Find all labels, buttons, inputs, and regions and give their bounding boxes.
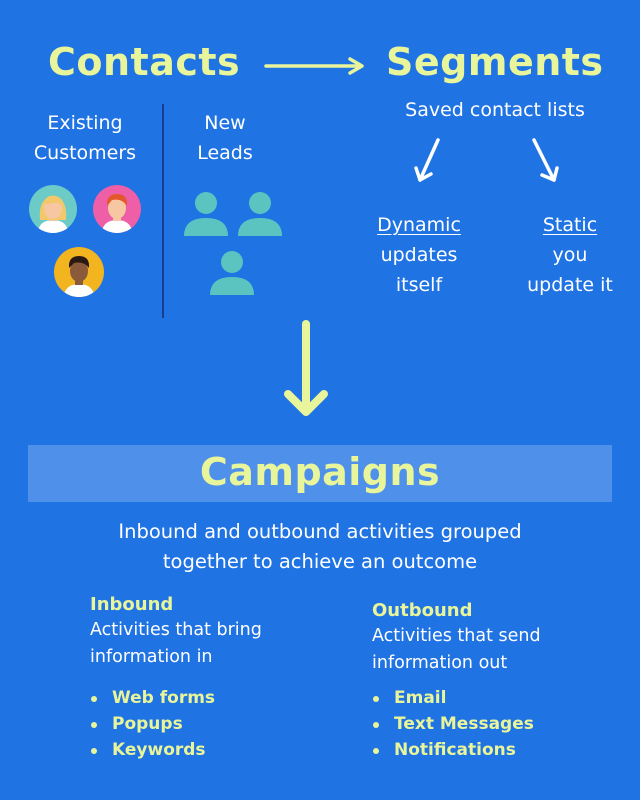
list-item: Web forms bbox=[90, 685, 350, 711]
campaigns-description: Inbound and outbound activities grouped … bbox=[118, 520, 522, 573]
inbound-description: Activities that bring information in bbox=[90, 620, 262, 667]
lead-person-icon bbox=[184, 192, 228, 236]
avatar-redhead-customer-icon bbox=[93, 185, 141, 233]
list-item: Notifications bbox=[372, 737, 632, 763]
inbound-section: Inbound Activities that bring informatio… bbox=[90, 594, 350, 763]
avatar-dark-customer-icon bbox=[54, 247, 104, 297]
avatar-blonde-customer-icon bbox=[29, 185, 77, 233]
right-arrow-icon bbox=[264, 57, 364, 75]
arrow-down-right-icon bbox=[532, 138, 559, 182]
static-segment: Static you update it bbox=[508, 210, 632, 300]
list-item: Keywords bbox=[90, 737, 350, 763]
lead-person-icon bbox=[238, 192, 282, 236]
existing-customers-label: Existing Customers bbox=[33, 112, 137, 164]
campaigns-banner bbox=[28, 445, 612, 502]
inbound-title: Inbound bbox=[90, 594, 174, 615]
list-item: Popups bbox=[90, 711, 350, 737]
campaigns-title: Campaigns bbox=[199, 450, 441, 494]
outbound-title: Outbound bbox=[372, 600, 473, 621]
list-item: Email bbox=[372, 685, 632, 711]
list-item: Text Messages bbox=[372, 711, 632, 737]
dynamic-title: Dynamic bbox=[377, 214, 461, 236]
static-title: Static bbox=[542, 214, 598, 236]
contacts-divider bbox=[162, 104, 164, 318]
contacts-title: Contacts bbox=[48, 40, 241, 84]
new-leads-label: New Leads bbox=[197, 112, 253, 164]
segments-title: Segments bbox=[386, 40, 604, 84]
segments-subtitle: Saved contact lists bbox=[405, 99, 585, 121]
outbound-section: Outbound Activities that send informatio… bbox=[372, 600, 632, 763]
dynamic-segment: Dynamic updates itself bbox=[358, 210, 480, 300]
lead-person-icon bbox=[210, 251, 254, 295]
inbound-list: Web forms Popups Keywords bbox=[90, 685, 350, 763]
arrow-down-left-icon bbox=[414, 138, 440, 182]
outbound-description: Activities that send information out bbox=[372, 626, 541, 673]
arrow-down-icon bbox=[284, 320, 328, 416]
outbound-list: Email Text Messages Notifications bbox=[372, 685, 632, 763]
